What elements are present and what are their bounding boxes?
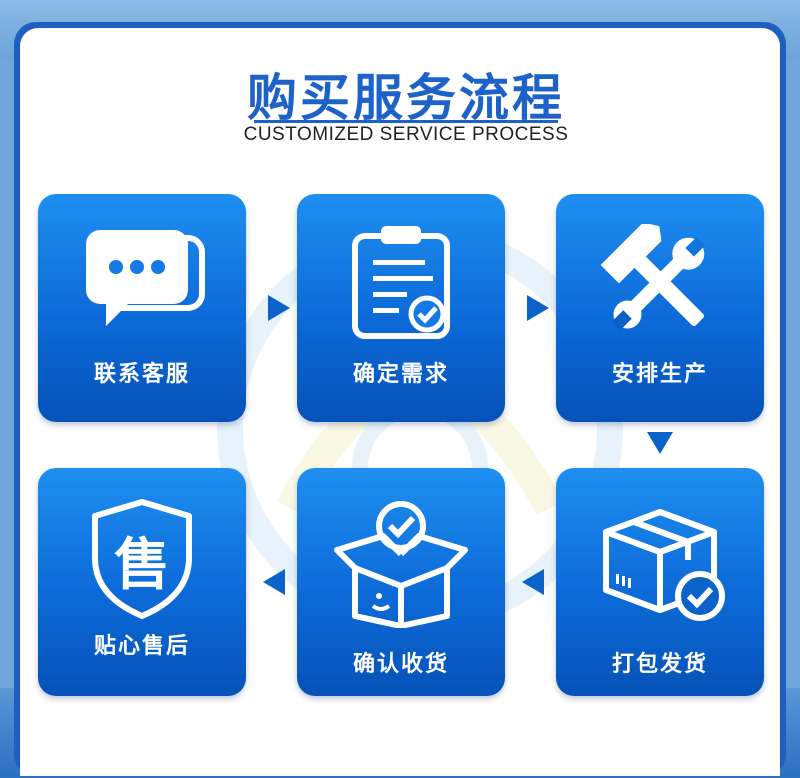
- step-card-production: 安排生产: [556, 194, 764, 422]
- step-label-contact: 联系客服: [93, 362, 190, 387]
- arrow-left-icon: [263, 569, 285, 595]
- process-panel: 购买服务流程 CUSTOMIZED SERVICE PROCESS 联系客服: [14, 22, 786, 776]
- page-title: 购买服务流程: [247, 69, 565, 127]
- arrow-right-icon: [268, 295, 290, 321]
- step-card-contact: 联系客服: [38, 194, 246, 422]
- step-label-after-sales: 贴心售后: [93, 634, 190, 659]
- shield-icon-text: 售: [114, 533, 170, 598]
- clipboard-check-icon: [297, 224, 505, 344]
- step-label-receive: 确认收货: [352, 652, 449, 677]
- step-card-confirm-needs: 确定需求: [297, 194, 505, 422]
- step-card-after-sales: 售 贴心售后: [38, 468, 246, 696]
- arrow-right-icon: [527, 295, 549, 321]
- step-label-confirm-needs: 确定需求: [352, 362, 449, 387]
- panel-content: 购买服务流程 CUSTOMIZED SERVICE PROCESS 联系客服: [20, 28, 780, 776]
- shield-icon: 售: [38, 498, 246, 619]
- page-subtitle: CUSTOMIZED SERVICE PROCESS: [243, 124, 569, 145]
- package-check-icon: [556, 498, 764, 621]
- title-underline: [254, 120, 558, 123]
- arrow-down-icon: [647, 432, 673, 454]
- chat-bubble-icon: [38, 224, 246, 344]
- step-card-receive: 确认收货: [297, 468, 505, 696]
- step-label-production: 安排生产: [611, 362, 708, 387]
- step-card-pack-ship: 打包发货: [556, 468, 764, 696]
- arrow-left-icon: [522, 569, 544, 595]
- wrench-hammer-icon: [556, 224, 764, 344]
- open-box-check-icon: [297, 498, 505, 628]
- step-label-pack-ship: 打包发货: [611, 652, 708, 677]
